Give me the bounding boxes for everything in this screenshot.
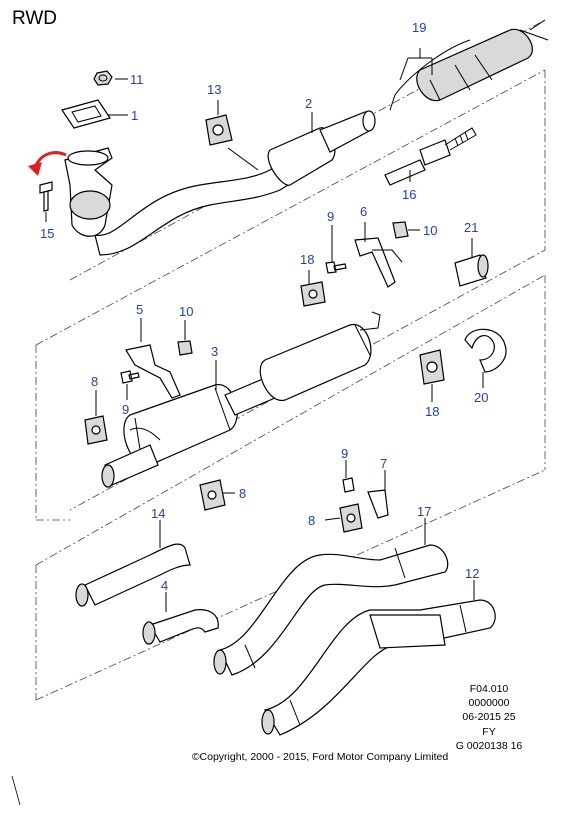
section-boundary-lower	[35, 274, 546, 701]
nut-10a[interactable]	[392, 221, 409, 239]
callout-13: 13	[207, 82, 221, 97]
callouts: 11 1 2 13 15 19 16 9 6 10 21 18 5 10 3 8…	[40, 20, 488, 593]
bracket-5[interactable]	[125, 344, 181, 399]
callout-2: 2	[305, 96, 312, 111]
callout-12: 12	[465, 566, 479, 581]
callout-19: 19	[412, 20, 426, 35]
tail-pipe-17[interactable]	[213, 544, 449, 676]
clamp[interactable]	[464, 328, 507, 373]
rear-converter-assembly[interactable]	[389, 19, 549, 111]
ref-number: 0000000	[468, 697, 510, 710]
bolt-9b[interactable]	[120, 370, 140, 384]
arrow-head-icon	[28, 162, 42, 176]
tail-pipe-12[interactable]	[261, 599, 496, 736]
callout-18b: 18	[425, 404, 439, 419]
bolt-9a[interactable]	[325, 261, 347, 274]
nut-10b[interactable]	[177, 340, 193, 356]
manifold-converter[interactable]	[64, 147, 113, 237]
insulator-18a[interactable]	[300, 281, 326, 307]
page-title: RWD	[12, 8, 58, 29]
callout-14: 14	[151, 506, 165, 521]
connector-sleeve[interactable]	[454, 254, 489, 287]
bolt-9c[interactable]	[342, 477, 355, 493]
insulator-8a[interactable]	[84, 415, 108, 445]
callout-8c: 8	[308, 513, 315, 528]
bolt[interactable]	[39, 181, 53, 212]
leader-lines	[45, 48, 484, 612]
callout-1: 1	[131, 108, 138, 123]
ref-code: F04.010	[469, 683, 509, 695]
corner-mark	[11, 775, 21, 806]
insulator-8c[interactable]	[339, 503, 363, 533]
callout-21: 21	[464, 220, 478, 235]
callout-5: 5	[136, 302, 143, 317]
callout-18a: 18	[300, 252, 314, 267]
muffler-assembly[interactable]	[101, 311, 381, 488]
callout-20: 20	[474, 390, 488, 405]
nut[interactable]	[93, 70, 113, 86]
insulator-18b[interactable]	[419, 349, 445, 385]
callout-3: 3	[211, 344, 218, 359]
ref-fy: FY	[482, 725, 496, 738]
callout-10a: 10	[423, 223, 437, 238]
callout-9c: 9	[341, 446, 348, 461]
callout-6: 6	[360, 204, 367, 219]
callout-11: 11	[130, 72, 144, 87]
insulator-13[interactable]	[205, 114, 233, 146]
callout-8b: 8	[239, 486, 246, 501]
oxygen-sensor[interactable]	[384, 127, 477, 186]
bracket-6[interactable]	[354, 237, 403, 288]
callout-7: 7	[380, 456, 387, 471]
section-boundary-upper	[35, 19, 546, 521]
bracket-7[interactable]	[367, 489, 389, 519]
callout-17: 17	[417, 504, 431, 519]
insulator-8b[interactable]	[199, 479, 226, 511]
tail-pipe-4[interactable]	[142, 609, 219, 645]
ref-id: G 0020138 16	[455, 739, 523, 752]
callout-10b: 10	[179, 304, 193, 319]
gasket[interactable]	[61, 99, 111, 129]
tail-pipe-14[interactable]	[75, 543, 191, 607]
copyright-text: ©Copyright, 2000 - 2015, Ford Motor Comp…	[191, 751, 449, 763]
callout-4: 4	[161, 578, 168, 593]
callout-9b: 9	[122, 402, 129, 417]
front-pipe-catalytic-converter[interactable]	[94, 110, 376, 256]
callout-9a: 9	[327, 209, 334, 224]
callout-15: 15	[40, 226, 54, 241]
ref-date: 06-2015 25	[462, 711, 516, 724]
reference-block: F04.010 0000000 06-2015 25 FY G 0020138 …	[434, 682, 544, 753]
callout-8a: 8	[91, 374, 98, 389]
callout-16: 16	[402, 187, 416, 202]
